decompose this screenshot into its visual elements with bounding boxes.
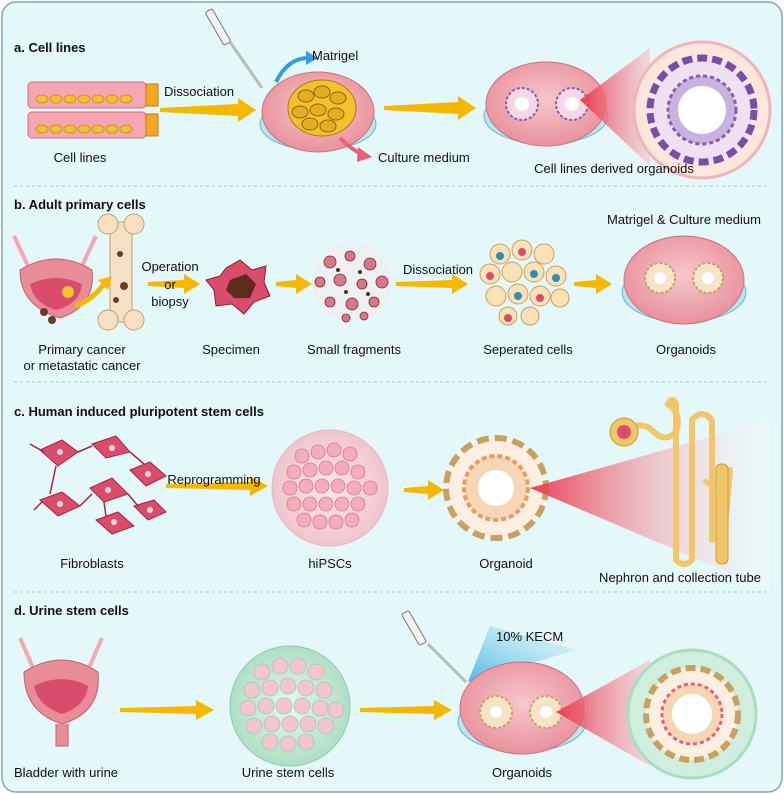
organoid-dish — [483, 61, 609, 147]
nephron-label: Nephron and collection tube — [599, 570, 761, 585]
separated-cells-icon — [479, 239, 570, 326]
arrow-head — [98, 276, 112, 290]
result-label: Cell lines derived organoids — [534, 161, 694, 176]
arrow — [120, 700, 214, 720]
dissociation-label: Dissociation — [402, 262, 474, 277]
arrow — [160, 98, 256, 122]
section-a-heading: a. Cell lines — [14, 40, 86, 55]
separated-cells-label: Seperated cells — [483, 342, 573, 357]
glomerulus-icon — [609, 417, 639, 447]
organoid-dish — [457, 661, 587, 755]
hipscs-label: hiPSCs — [308, 556, 352, 571]
bladder-icon — [18, 637, 104, 747]
arrow — [166, 476, 268, 496]
operation-label-line2: or — [164, 277, 176, 292]
arrow — [396, 274, 468, 294]
fragments-icon — [312, 242, 392, 323]
organoids-label: Organoids — [492, 765, 552, 780]
fibroblasts-icon — [29, 435, 167, 535]
arrow — [574, 274, 612, 294]
urine-stem-cells-icon — [229, 645, 351, 767]
pipette-icon — [205, 8, 264, 89]
reprogramming-label: Reprogramming — [167, 472, 261, 487]
organoid-dish — [621, 235, 747, 325]
organoid-zoom — [626, 648, 758, 780]
arrow — [360, 700, 452, 720]
operation-label-line3: biopsy — [151, 294, 189, 309]
arrow — [276, 274, 312, 294]
culture-flasks — [27, 81, 159, 139]
bladder-cancer-icon — [12, 235, 98, 324]
arrow — [384, 96, 476, 120]
organoid-icon — [443, 435, 549, 541]
matrigel-label: Matrigel — [312, 48, 359, 63]
arrow — [75, 282, 106, 309]
pipette-icon — [401, 610, 468, 684]
specimen-label: Specimen — [202, 342, 260, 357]
hipscs-icon — [271, 429, 389, 547]
section-b-heading: b. Adult primary cells — [14, 197, 146, 212]
arrow-head — [306, 51, 318, 65]
petri-dish-cells — [259, 71, 377, 153]
organoids-label: Organoids — [656, 342, 716, 357]
arrow — [404, 480, 444, 500]
organoid-label: Organoid — [479, 556, 533, 571]
source-label-line2: or metastatic cancer — [23, 358, 141, 373]
bone-icon — [97, 213, 145, 331]
organoid-zoom — [632, 40, 772, 180]
fibroblasts-label: Fibroblasts — [60, 556, 124, 571]
matrigel-medium-label: Matrigel & Culture medium — [607, 212, 761, 227]
culture-medium-label: Culture medium — [378, 150, 470, 165]
section-c-heading: c. Human induced pluripotent stem cells — [14, 404, 264, 419]
arrow-head — [357, 147, 372, 162]
magnifier-cone — [580, 48, 650, 166]
operation-label-line1: Operation — [141, 259, 199, 274]
collecting-duct-icon — [702, 463, 729, 565]
matrigel-arrow — [274, 56, 309, 83]
section-d-heading: d. Urine stem cells — [14, 603, 129, 618]
fragments-label: Small fragments — [307, 342, 401, 357]
specimen-icon — [205, 259, 271, 315]
bladder-label: Bladder with urine — [13, 765, 119, 780]
kecm-label: 10% KECM — [496, 629, 564, 644]
source-label-line1: Primary cancer — [38, 342, 126, 357]
urine-stem-cells-label: Urine stem cells — [241, 765, 335, 780]
magnifier-cone — [556, 660, 650, 766]
dissociation-label: Dissociation — [164, 84, 235, 99]
arrow — [148, 274, 200, 294]
cell-lines-label: Cell lines — [53, 150, 107, 165]
